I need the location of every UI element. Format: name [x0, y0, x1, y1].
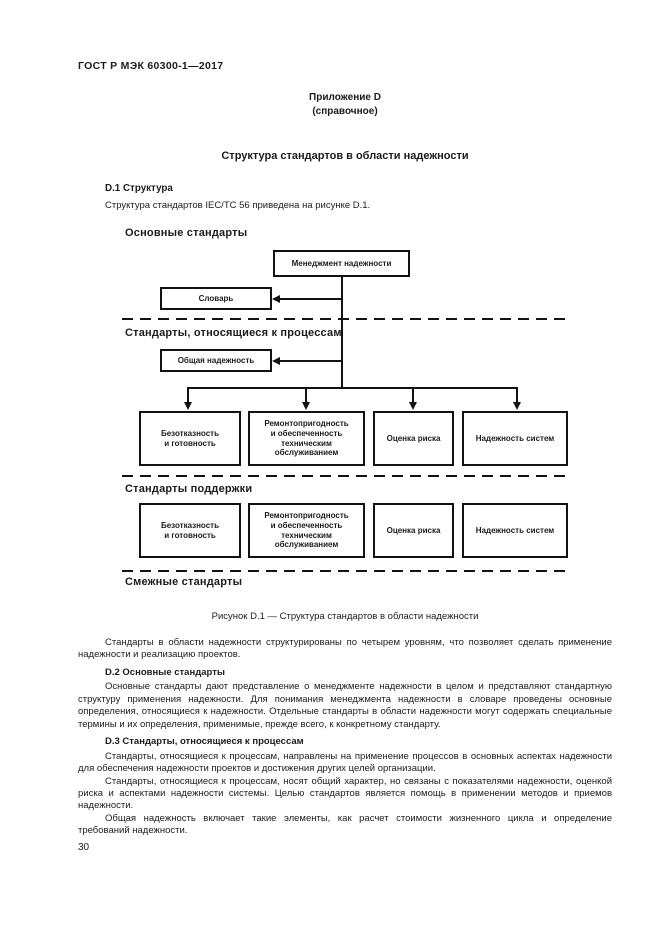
figure-caption: Рисунок D.1 — Структура стандартов в обл…	[211, 611, 479, 622]
figure-box-process-reliability-availability: Безотказность и готовность	[139, 411, 241, 466]
layer-label-related: Смежные стандарты	[125, 576, 243, 588]
figure-box-support-risk-assessment: Оценка риска	[373, 503, 454, 558]
figure-box-support-maintainability: Ремонтопригодность и обеспеченность техн…	[248, 503, 365, 558]
layer-label-support: Стандарты поддержки	[125, 483, 253, 495]
connector-drop-1	[187, 387, 189, 403]
figure-box-support-reliability-availability: Безотказность и готовность	[139, 503, 241, 558]
figure-box-support-system-dependability: Надежность систем	[462, 503, 568, 558]
dashed-divider-3	[122, 570, 570, 572]
figure-box-general-dependability: Общая надежность	[160, 349, 272, 372]
arrow-to-vocabulary-icon	[272, 295, 280, 303]
arrow-down-2-icon	[302, 402, 310, 410]
dashed-divider-2	[122, 475, 570, 477]
layer-label-core: Основные стандарты	[125, 227, 248, 239]
paragraph-structure-levels: Стандарты в области надежности структури…	[78, 637, 612, 661]
section-d3-paragraph-3: Общая надежность включает такие элементы…	[78, 812, 612, 837]
connector-general	[280, 360, 342, 362]
body-text: Стандарты в области надежности структури…	[78, 637, 612, 838]
section-d1-heading: D.1 Структура	[105, 183, 173, 194]
connector-drop-3	[412, 387, 414, 403]
arrow-down-4-icon	[513, 402, 521, 410]
section-d3-heading: D.3 Стандарты, относящиеся к процессам	[105, 736, 304, 748]
connector-drop-2	[305, 387, 307, 403]
section-d1-text: Структура стандартов IEC/ТС 56 приведена…	[105, 200, 371, 211]
document-header: ГОСТ Р МЭК 60300-1—2017	[78, 60, 224, 72]
annex-type: (справочное)	[312, 105, 378, 117]
arrow-down-1-icon	[184, 402, 192, 410]
connector-trunk	[341, 276, 343, 388]
connector-branch	[187, 387, 518, 389]
figure-box-vocabulary: Словарь	[160, 287, 272, 310]
figure-box-dependability-management: Менеджмент надежности	[273, 250, 410, 277]
annex-block: Приложение D (справочное)	[78, 91, 612, 118]
figure-box-process-risk-assessment: Оценка риска	[373, 411, 454, 466]
dashed-divider-1	[122, 318, 570, 320]
section-d3-paragraph-2: Стандарты, относящиеся к процессам, нося…	[78, 775, 612, 812]
page-number: 30	[78, 842, 90, 853]
connector-drop-4	[516, 387, 518, 403]
page-title: Структура стандартов в области надежност…	[221, 150, 469, 162]
arrow-to-general-icon	[272, 357, 280, 365]
annex-label: Приложение D	[309, 92, 381, 103]
figure-box-process-system-dependability: Надежность систем	[462, 411, 568, 466]
section-d3-paragraph-1: Стандарты, относящиеся к процессам, напр…	[78, 750, 612, 775]
figure-box-process-maintainability: Ремонтопригодность и обеспеченность техн…	[248, 411, 365, 466]
arrow-down-3-icon	[409, 402, 417, 410]
layer-label-process: Стандарты, относящиеся к процессам	[125, 327, 342, 339]
section-d2-heading: D.2 Основные стандарты	[105, 666, 225, 678]
connector-vocabulary	[280, 298, 342, 300]
section-d2-paragraph: Основные стандарты дают представление о …	[78, 681, 612, 730]
